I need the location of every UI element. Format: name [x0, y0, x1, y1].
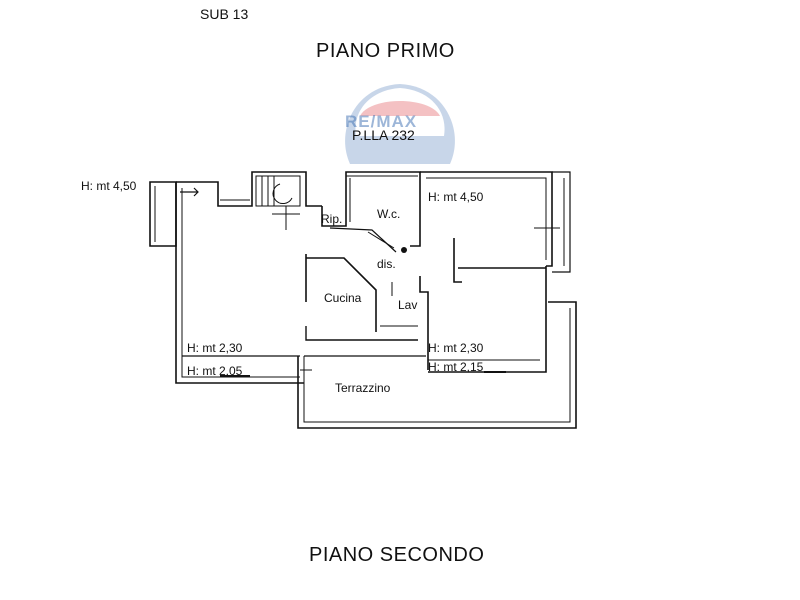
room-label-wc: W.c.	[377, 207, 401, 221]
floor-title-first: PIANO PRIMO	[316, 40, 455, 62]
wall-right-lower	[428, 266, 547, 373]
height-label-left-top: H: mt 4,50	[81, 179, 137, 193]
height-label-left-mid: H: mt 2,30	[187, 341, 243, 355]
remax-balloon-watermark	[345, 84, 455, 164]
remax-watermark-text: RE/MAX	[345, 112, 418, 131]
terrace-outline	[297, 301, 577, 429]
height-label-left-low: H: mt 2,05	[187, 364, 243, 378]
outer-wall-left	[175, 182, 304, 384]
entrance-arrow	[180, 187, 199, 197]
wall-wc	[321, 171, 421, 247]
floor-title-second: PIANO SECONDO	[309, 544, 485, 566]
room-label-dis: dis.	[377, 257, 396, 271]
height-label-right-mid: H: mt 2,30	[428, 341, 484, 355]
room-label-cucina: Cucina	[324, 291, 362, 305]
height-label-right-low: H: mt 2,15	[428, 360, 484, 374]
room-label-terrazzino: Terrazzino	[335, 381, 391, 395]
height-label-right-top: H: mt 4,50	[428, 190, 484, 204]
wall-right-room	[420, 171, 553, 267]
sub-label: SUB 13	[200, 6, 249, 22]
room-label-lav: Lav	[398, 298, 418, 312]
outer-wall-top-left	[176, 171, 322, 207]
left-balcony	[149, 181, 177, 247]
staircase	[255, 175, 301, 230]
wall-kitchen	[305, 254, 377, 332]
room-label-rip: Rip.	[321, 212, 343, 226]
parcel-label: P.LLA 232	[352, 127, 415, 143]
